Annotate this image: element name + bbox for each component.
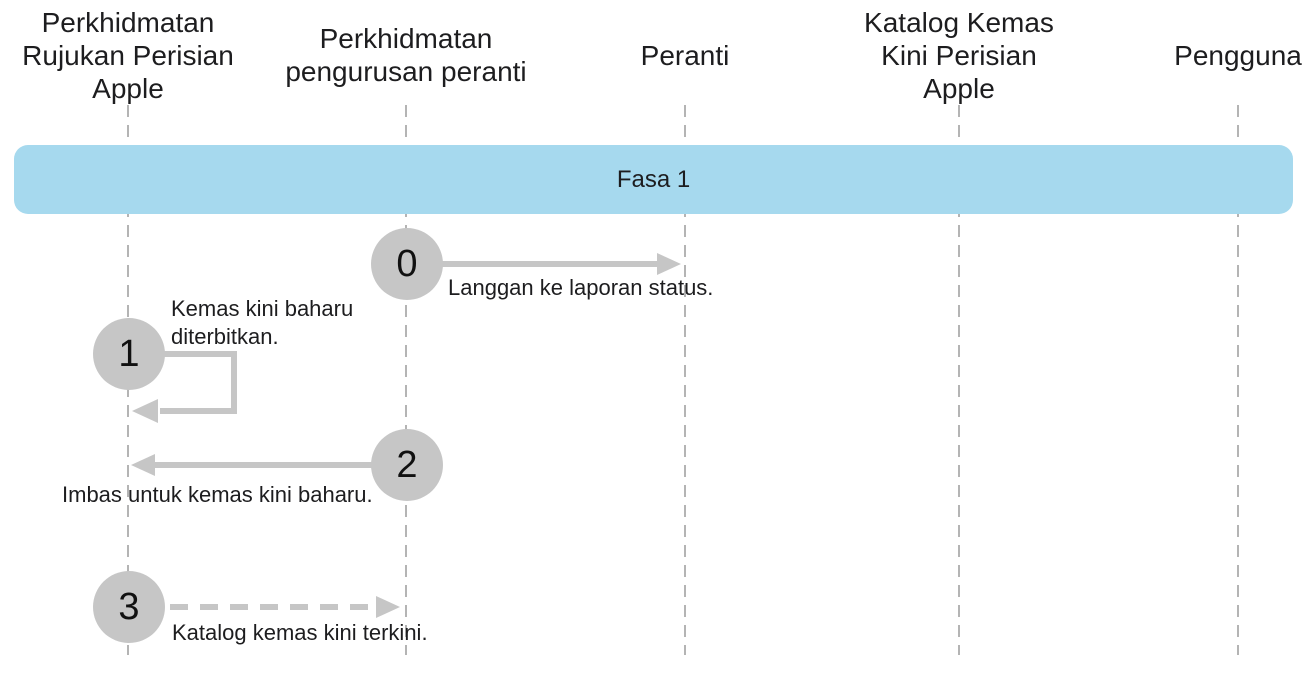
- step-label-0: Langgan ke laporan status.: [448, 275, 714, 300]
- phase-band-label: Fasa 1: [616, 165, 691, 193]
- step-number: 1: [118, 332, 140, 375]
- step-label-3: Katalog kemas kini terkini.: [172, 620, 428, 645]
- step-number: 3: [118, 585, 140, 628]
- phase-band: Fasa 1: [14, 145, 1293, 214]
- lifeline-apple-software-update-catalog: [958, 105, 960, 655]
- arrowhead-left-icon: [132, 399, 158, 423]
- actor-device: Peranti: [640, 39, 730, 71]
- step-label-2: Imbas untuk kemas kini baharu.: [62, 482, 373, 507]
- arrowhead-left-icon: [131, 454, 155, 476]
- step-circle-3: 3: [93, 571, 165, 643]
- actor-apple-software-lookup-service: Perkhidmatan Rujukan Perisian Apple: [22, 6, 234, 104]
- actor-apple-software-update-catalog: Katalog Kemas Kini Perisian Apple: [864, 6, 1054, 104]
- step-label-1: Kemas kini baharu diterbitkan.: [171, 296, 354, 349]
- lifeline-user: [1237, 105, 1239, 655]
- arrowhead-right-icon: [376, 596, 400, 618]
- actor-device-management-service: Perkhidmatan pengurusan peranti: [285, 23, 527, 87]
- lifeline-device: [684, 105, 686, 655]
- step-number: 0: [396, 242, 418, 285]
- actor-user: Pengguna: [1174, 39, 1302, 71]
- arrow-step-3-dashed-right: [170, 596, 400, 618]
- arrow-step-1-self-loop: [132, 351, 237, 423]
- arrow-step-0-solid-right: [440, 253, 681, 275]
- arrow-step-2-solid-left: [131, 454, 372, 476]
- arrowhead-right-icon: [657, 253, 681, 275]
- step-circle-1: 1: [93, 318, 165, 390]
- step-number: 2: [396, 443, 418, 486]
- step-circle-0: 0: [371, 228, 443, 300]
- step-circle-2: 2: [371, 429, 443, 501]
- lifeline-device-management-service: [405, 105, 407, 655]
